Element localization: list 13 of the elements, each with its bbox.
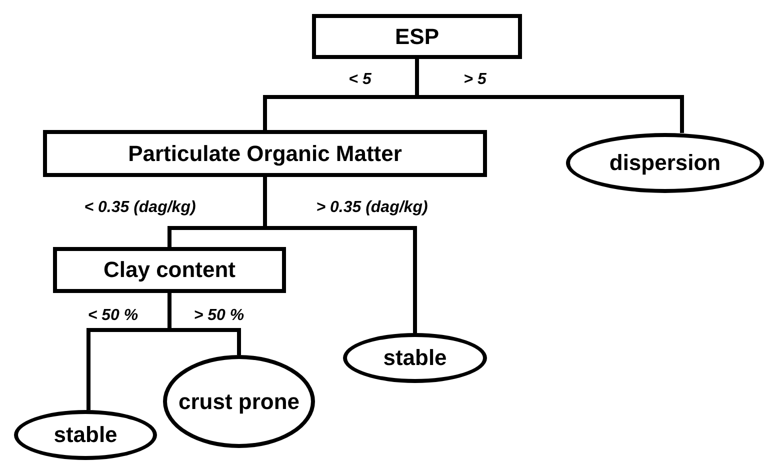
node-label: crust prone [178,390,300,414]
decision-box [53,247,286,293]
node-label: ESP [394,24,440,48]
node-label: stable [54,423,118,447]
decision-box [43,130,487,177]
edge-label: > 0.35 (dag/kg) [314,199,430,217]
decision-box [312,14,522,59]
node-label: dispersion [609,151,721,175]
node-label: Particulate Organic Matter [128,142,402,166]
edge-label: < 0.35 (dag/kg) [82,199,198,217]
tree-connector [263,177,417,333]
node-label: stable [383,346,447,370]
node-label: Clay content [103,258,236,282]
